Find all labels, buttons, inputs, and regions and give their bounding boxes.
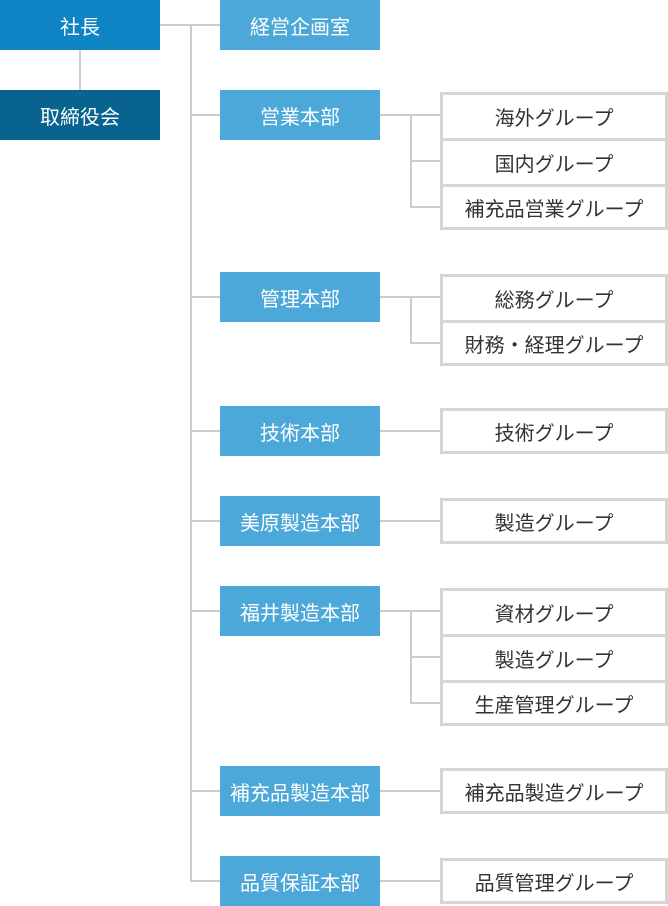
group-box: 補充品製造グループ — [440, 768, 668, 814]
department-box: 経営企画室 — [220, 0, 380, 50]
group-box: 資材グループ — [440, 588, 668, 637]
group-connector — [380, 296, 411, 298]
group-connector — [380, 520, 440, 522]
department-box: 補充品製造本部 — [220, 766, 380, 816]
group-box: 生産管理グループ — [440, 683, 668, 726]
group-connector — [380, 880, 440, 882]
department-connector — [190, 24, 220, 26]
department-box: 美原製造本部 — [220, 496, 380, 546]
group-branch-line — [410, 160, 440, 162]
group-box: 国内グループ — [440, 141, 668, 187]
department-box: 管理本部 — [220, 272, 380, 322]
board-box: 取締役会 — [0, 90, 160, 140]
group-box: 財務・経理グループ — [440, 323, 668, 366]
department-box: 技術本部 — [220, 406, 380, 456]
group-branch-line — [410, 610, 440, 612]
department-connector — [190, 790, 220, 792]
group-connector — [380, 790, 440, 792]
department-box: 福井製造本部 — [220, 586, 380, 636]
group-branch-line — [410, 656, 440, 658]
president-board-connector — [79, 50, 81, 90]
department-connector — [190, 114, 220, 116]
group-box: 製造グループ — [440, 498, 668, 544]
group-branch-line — [410, 206, 440, 208]
group-box: 品質管理グループ — [440, 858, 668, 904]
department-connector — [190, 880, 220, 882]
group-box: 補充品営業グループ — [440, 187, 668, 230]
department-box: 品質保証本部 — [220, 856, 380, 906]
group-connector — [380, 610, 411, 612]
group-branch-line — [410, 296, 440, 298]
department-box: 営業本部 — [220, 90, 380, 140]
group-branch-line — [410, 114, 440, 116]
main-spine-line — [190, 24, 192, 882]
group-box: 総務グループ — [440, 274, 668, 323]
group-connector — [380, 114, 411, 116]
department-connector — [190, 520, 220, 522]
department-connector — [190, 610, 220, 612]
group-branch-line — [410, 702, 440, 704]
group-spine-line — [410, 296, 412, 344]
group-connector — [380, 430, 440, 432]
group-box: 製造グループ — [440, 637, 668, 683]
group-box: 技術グループ — [440, 408, 668, 454]
group-box: 海外グループ — [440, 92, 668, 141]
department-connector — [190, 296, 220, 298]
department-connector — [190, 430, 220, 432]
president-spine-connector — [160, 24, 191, 26]
group-branch-line — [410, 342, 440, 344]
president-box: 社長 — [0, 0, 160, 50]
